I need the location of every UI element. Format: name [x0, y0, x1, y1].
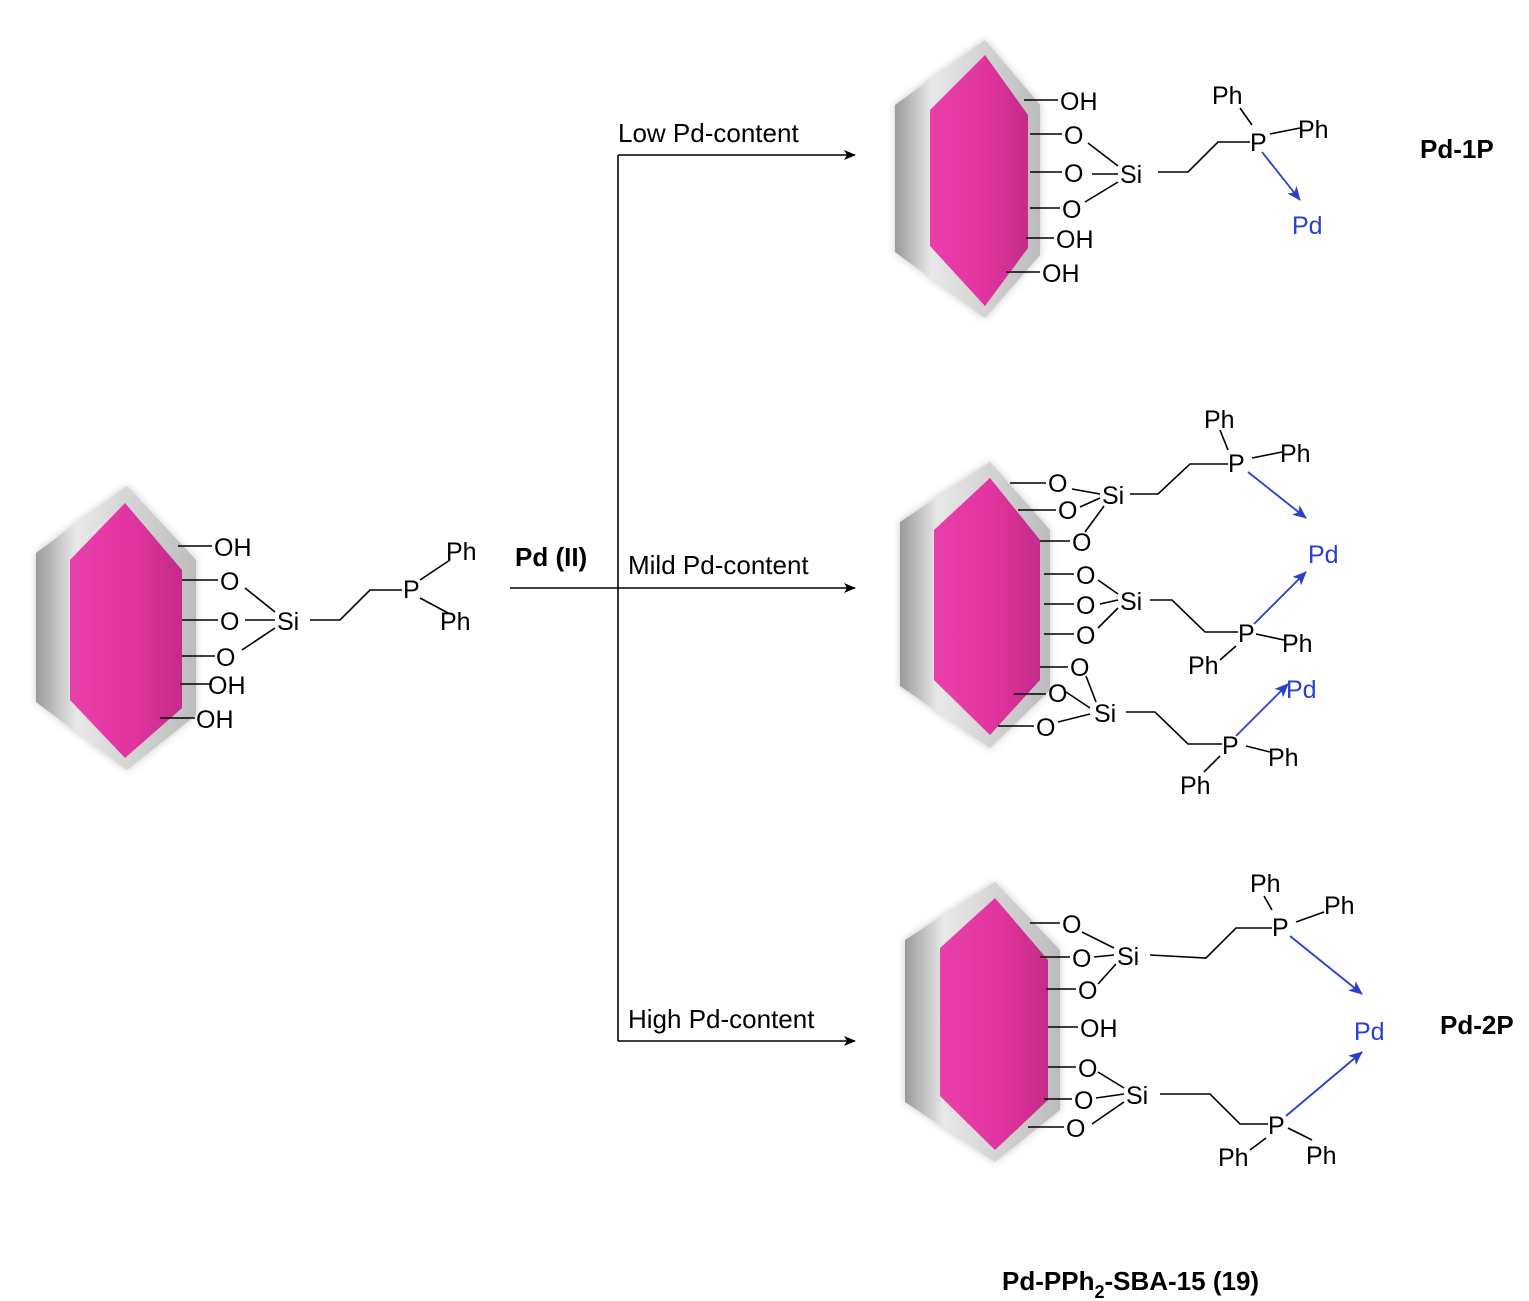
- coordination-bond: [1289, 935, 1363, 995]
- phenyl-label: Ph: [440, 608, 471, 636]
- oxygen-label: O: [220, 568, 239, 596]
- oxygen-label: O: [1036, 714, 1055, 742]
- palladium-label: Pd: [1308, 541, 1339, 569]
- hydroxyl-label: OH: [208, 672, 246, 700]
- phenyl-label: Ph: [1212, 82, 1243, 110]
- oxygen-label: O: [1072, 529, 1091, 557]
- phenyl-label: Ph: [1250, 870, 1281, 898]
- phosphorus-label: P: [1272, 914, 1289, 942]
- sba-15-hexagonal-particle-icon: [905, 882, 1060, 1162]
- oxygen-label: O: [1064, 160, 1083, 188]
- product-label-pd-2p: Pd-2P: [1440, 1010, 1514, 1040]
- caption-subscript: 2: [1094, 1282, 1104, 1301]
- oxygen-label: O: [220, 608, 239, 636]
- oxygen-label: O: [1076, 562, 1095, 590]
- phosphorus-label: P: [1238, 620, 1255, 648]
- oxygen-label: O: [1062, 196, 1081, 224]
- phosphorus-label: P: [403, 576, 420, 604]
- hydroxyl-label: OH: [196, 706, 234, 734]
- hydroxyl-label: OH: [1060, 88, 1098, 116]
- phosphorus-label: P: [1222, 732, 1239, 760]
- silicon-label: Si: [1094, 700, 1116, 728]
- condition-mild-label: Mild Pd-content: [628, 550, 809, 580]
- oxygen-label: O: [1058, 497, 1077, 525]
- condition-high-label: High Pd-content: [628, 1004, 815, 1034]
- oxygen-label: O: [1062, 911, 1081, 939]
- scheme-caption: Pd-PPh2-SBA-15 (19): [1002, 1266, 1259, 1301]
- silicon-label: Si: [1126, 1082, 1148, 1110]
- reagent-label: Pd (II): [515, 542, 587, 572]
- silicon-label: Si: [1120, 588, 1142, 616]
- phenyl-label: Ph: [446, 538, 477, 566]
- product-mild: O O O Si P Ph Ph Pd O O O Si P Ph Ph Pd …: [900, 406, 1339, 800]
- oxygen-label: O: [1048, 680, 1067, 708]
- hydroxyl-label: OH: [1056, 226, 1094, 254]
- silicon-label: Si: [277, 608, 299, 636]
- sba-15-hexagonal-particle-icon: [895, 40, 1040, 318]
- phenyl-label: Ph: [1324, 892, 1355, 920]
- oxygen-label: O: [1048, 470, 1067, 498]
- caption-suffix: -SBA-15 (19): [1104, 1266, 1259, 1296]
- silicon-label: Si: [1117, 943, 1139, 971]
- silicon-label: Si: [1120, 161, 1142, 189]
- coordination-bond: [1247, 471, 1307, 519]
- starting-material: OH O O O OH OH Si P Ph Ph: [36, 486, 477, 770]
- phenyl-label: Ph: [1298, 116, 1329, 144]
- palladium-label: Pd: [1292, 212, 1323, 240]
- phosphorus-label: P: [1250, 129, 1267, 157]
- oxygen-label: O: [1076, 622, 1095, 650]
- oxygen-label: O: [1076, 592, 1095, 620]
- product-pd-1p: OH O O O OH OH Si P Ph Ph Pd Pd-1P: [895, 40, 1494, 318]
- condition-low-label: Low Pd-content: [618, 118, 799, 148]
- phosphorus-label: P: [1228, 450, 1245, 478]
- coordination-bond: [1253, 571, 1307, 625]
- product-pd-2p: O O O OH O O O Si Si P Ph Ph P Ph Ph Pd …: [905, 870, 1514, 1172]
- coordination-bond: [1235, 683, 1289, 737]
- phosphorus-label: P: [1268, 1112, 1285, 1140]
- palladium-label: Pd: [1354, 1018, 1385, 1046]
- oxygen-label: O: [1070, 654, 1089, 682]
- phenyl-label: Ph: [1204, 406, 1235, 434]
- oxygen-label: O: [1074, 1087, 1093, 1115]
- coordination-bond: [1285, 1051, 1363, 1117]
- palladium-label: Pd: [1286, 676, 1317, 704]
- oxygen-label: O: [1078, 1055, 1097, 1083]
- reaction-arrows: Pd (II) Low Pd-content Mild Pd-content H…: [510, 118, 856, 1046]
- oxygen-label: O: [1072, 945, 1091, 973]
- coordination-bond: [1261, 151, 1301, 201]
- phenyl-label: Ph: [1282, 630, 1313, 658]
- oxygen-label: O: [1066, 1115, 1085, 1143]
- oxygen-label: O: [1078, 977, 1097, 1005]
- phenyl-label: Ph: [1180, 772, 1211, 800]
- oxygen-label: O: [216, 644, 235, 672]
- phenyl-label: Ph: [1306, 1142, 1337, 1170]
- sba-15-hexagonal-particle-icon: [900, 462, 1050, 748]
- phenyl-label: Ph: [1218, 1144, 1249, 1172]
- hydroxyl-label: OH: [1042, 260, 1080, 288]
- phenyl-label: Ph: [1188, 652, 1219, 680]
- oxygen-label: O: [1064, 122, 1083, 150]
- phenyl-label: Ph: [1280, 440, 1311, 468]
- silicon-label: Si: [1102, 482, 1124, 510]
- sba-15-hexagonal-particle-icon: [36, 486, 196, 770]
- product-label-pd-1p: Pd-1P: [1420, 134, 1494, 164]
- phenyl-label: Ph: [1268, 744, 1299, 772]
- hydroxyl-label: OH: [1080, 1015, 1118, 1043]
- caption-prefix: Pd-PPh: [1002, 1266, 1094, 1296]
- hydroxyl-label: OH: [214, 534, 252, 562]
